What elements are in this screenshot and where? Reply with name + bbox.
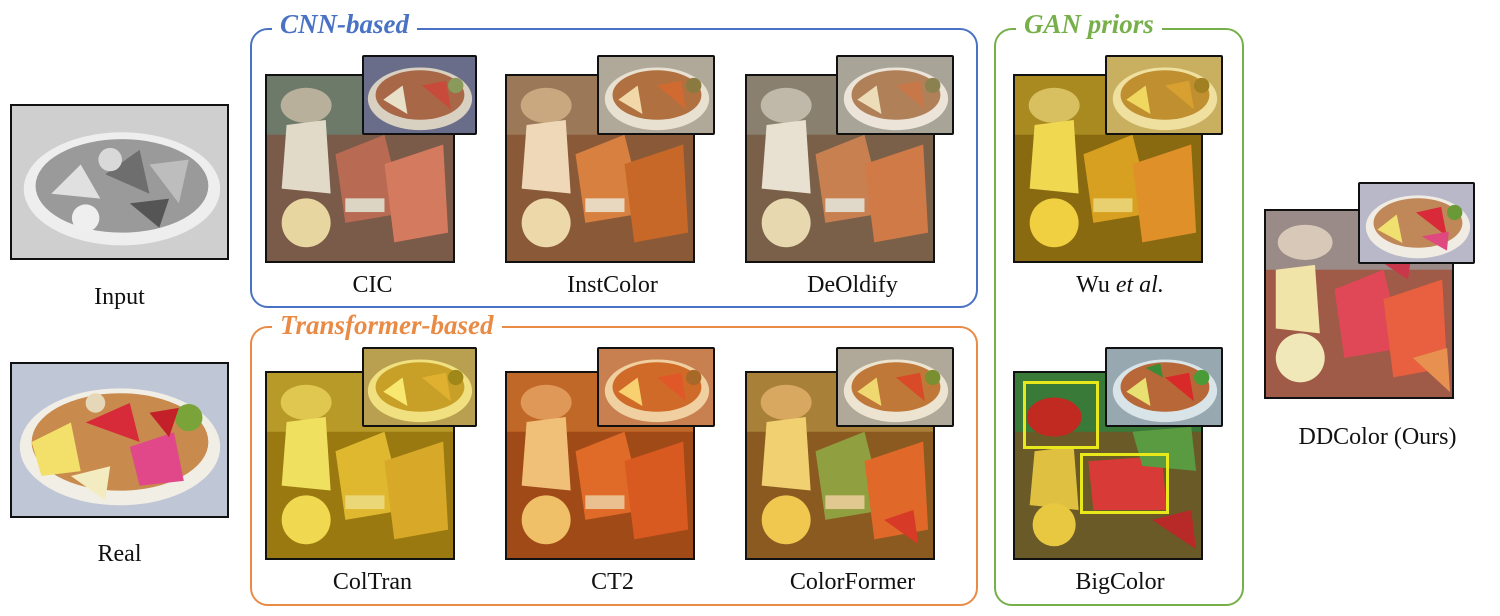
real-image [10,362,229,518]
ddcolor-label: DDColor (Ours) [1298,424,1457,450]
ct2-thumbnail [597,347,715,427]
bigcolor-label: BigColor [1075,569,1165,595]
bigcolor-highlight-box-2 [1080,453,1169,514]
transformer-group-title: Transformer-based [272,310,502,340]
colorformer-thumbnail [836,347,954,427]
ddcolor-thumbnail [1358,182,1475,264]
wu-label: Wu et al. [1005,272,1235,299]
cnn-group-title: CNN-based [272,9,417,39]
instcolor-label: InstColor [567,272,658,298]
wu-label-prefix: Wu [1076,272,1116,298]
instcolor-thumbnail [597,55,715,135]
transformer-group-box [250,326,978,606]
cic-label: CIC [352,272,393,298]
real-label: Real [97,541,142,567]
bigcolor-highlight-box-1 [1023,381,1099,449]
deoldify-label: DeOldify [807,272,898,298]
cic-image [265,74,455,263]
input-image [10,104,229,260]
input-label: Input [94,284,145,310]
deoldify-thumbnail [836,55,954,135]
coltran-label: ColTran [332,569,413,595]
cic-thumbnail [362,55,477,135]
wu-thumbnail [1105,55,1223,135]
ct2-label: CT2 [591,569,634,595]
gan-group-title: GAN priors [1016,9,1162,39]
cnn-group-box [250,28,978,308]
bigcolor-thumbnail [1105,347,1223,427]
wu-label-suffix: et al. [1115,272,1164,298]
colorformer-label: ColorFormer [789,569,916,595]
coltran-thumbnail [362,347,477,427]
